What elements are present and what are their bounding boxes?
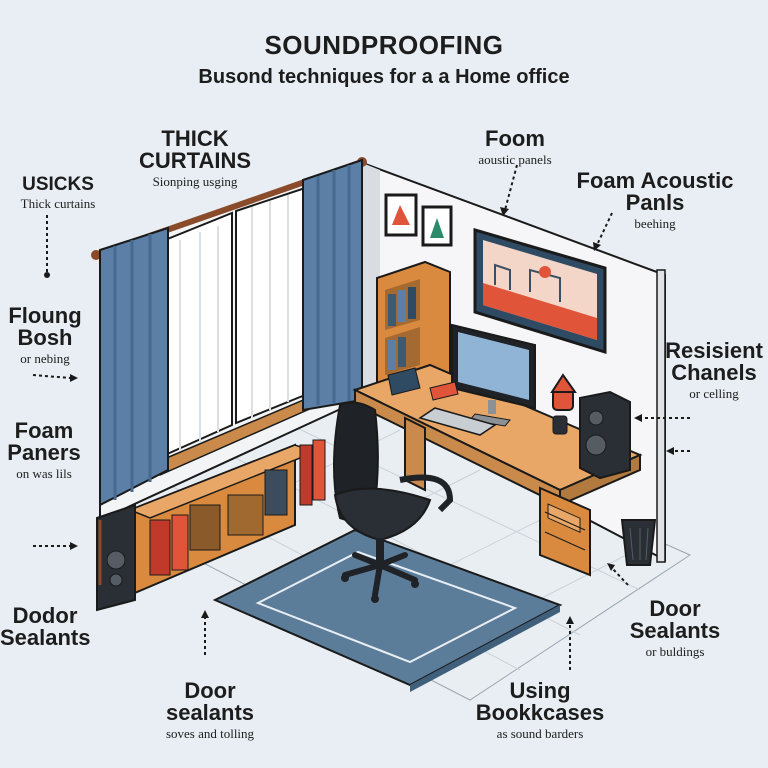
label-title: Foam Acoustic Panls: [576, 168, 734, 215]
low-bookcase: [127, 443, 318, 597]
label-sub: Sionping usging: [152, 174, 238, 189]
label-thick-curtains: THICK CURTAINS Sionping usging: [110, 126, 280, 189]
desk: [352, 363, 643, 577]
label-sub: or buldings: [645, 644, 705, 659]
label-foom: Foom aoustic panels: [450, 126, 580, 167]
label-title: Using Bookkcases: [475, 678, 605, 725]
thick-curtain-left: [99, 226, 169, 507]
label-door-sealants-right: Door Sealants or buldings: [615, 596, 735, 659]
label-title: Door Sealants: [629, 596, 721, 643]
page-subtitle: Busond techniques for a a Home office: [198, 66, 570, 88]
label-sub: as sound barders: [496, 726, 584, 741]
label-dodor-sealants: Dodor Sealants: [0, 603, 91, 650]
label-resisient-chanels: Resisient Chanels or celling: [660, 338, 768, 401]
label-foam-paners: Foam Paners on was lils: [0, 418, 88, 481]
label-title: THICK CURTAINS: [138, 126, 252, 173]
floor-rug: [212, 528, 563, 692]
label-title: Foom: [485, 126, 545, 151]
label-title: USICKS: [22, 174, 94, 195]
wall-corner: [360, 162, 380, 408]
label-foam-acoustic-panels: Foam Acoustic Panls beehing: [570, 168, 740, 231]
callout-lines: [32, 164, 690, 670]
label-using-bookcases: Using Bookkcases as sound barders: [470, 678, 610, 741]
desk-lamp: [550, 373, 577, 411]
label-sub: or celling: [689, 386, 739, 401]
label-sub: or nebing: [20, 351, 70, 366]
label-sub: beehing: [634, 216, 676, 231]
monitor: [451, 323, 536, 427]
label-title: Dodor Sealants: [0, 603, 91, 650]
label-floung-bosh: Floung Bosh or nebing: [0, 303, 90, 366]
office-chair: [333, 401, 454, 603]
keyboard: [418, 407, 497, 436]
thick-curtain-right: [302, 158, 363, 412]
label-title: Floung Bosh: [8, 303, 82, 350]
trash-bin: [620, 519, 657, 566]
sheer-curtains: [164, 186, 306, 457]
page-title: SOUNDPROOFING: [264, 30, 504, 60]
desk-speaker: [579, 390, 631, 480]
label-title: Foam Paners: [7, 418, 81, 465]
label-sub: on was lils: [16, 466, 72, 481]
label-title: Door sealants: [165, 678, 255, 725]
callout-arrowheads: [44, 207, 674, 624]
label-sub: aoustic panels: [478, 152, 552, 167]
label-usicks: USICKS Thick curtains: [8, 175, 108, 210]
label-sub: Thick curtains: [20, 196, 96, 211]
label-door-sealants-left: Door sealants soves and tolling: [140, 678, 280, 741]
label-title: Resisient Chanels: [665, 338, 763, 385]
label-sub: soves and tolling: [165, 726, 255, 741]
floor-speaker-left: [96, 503, 136, 612]
